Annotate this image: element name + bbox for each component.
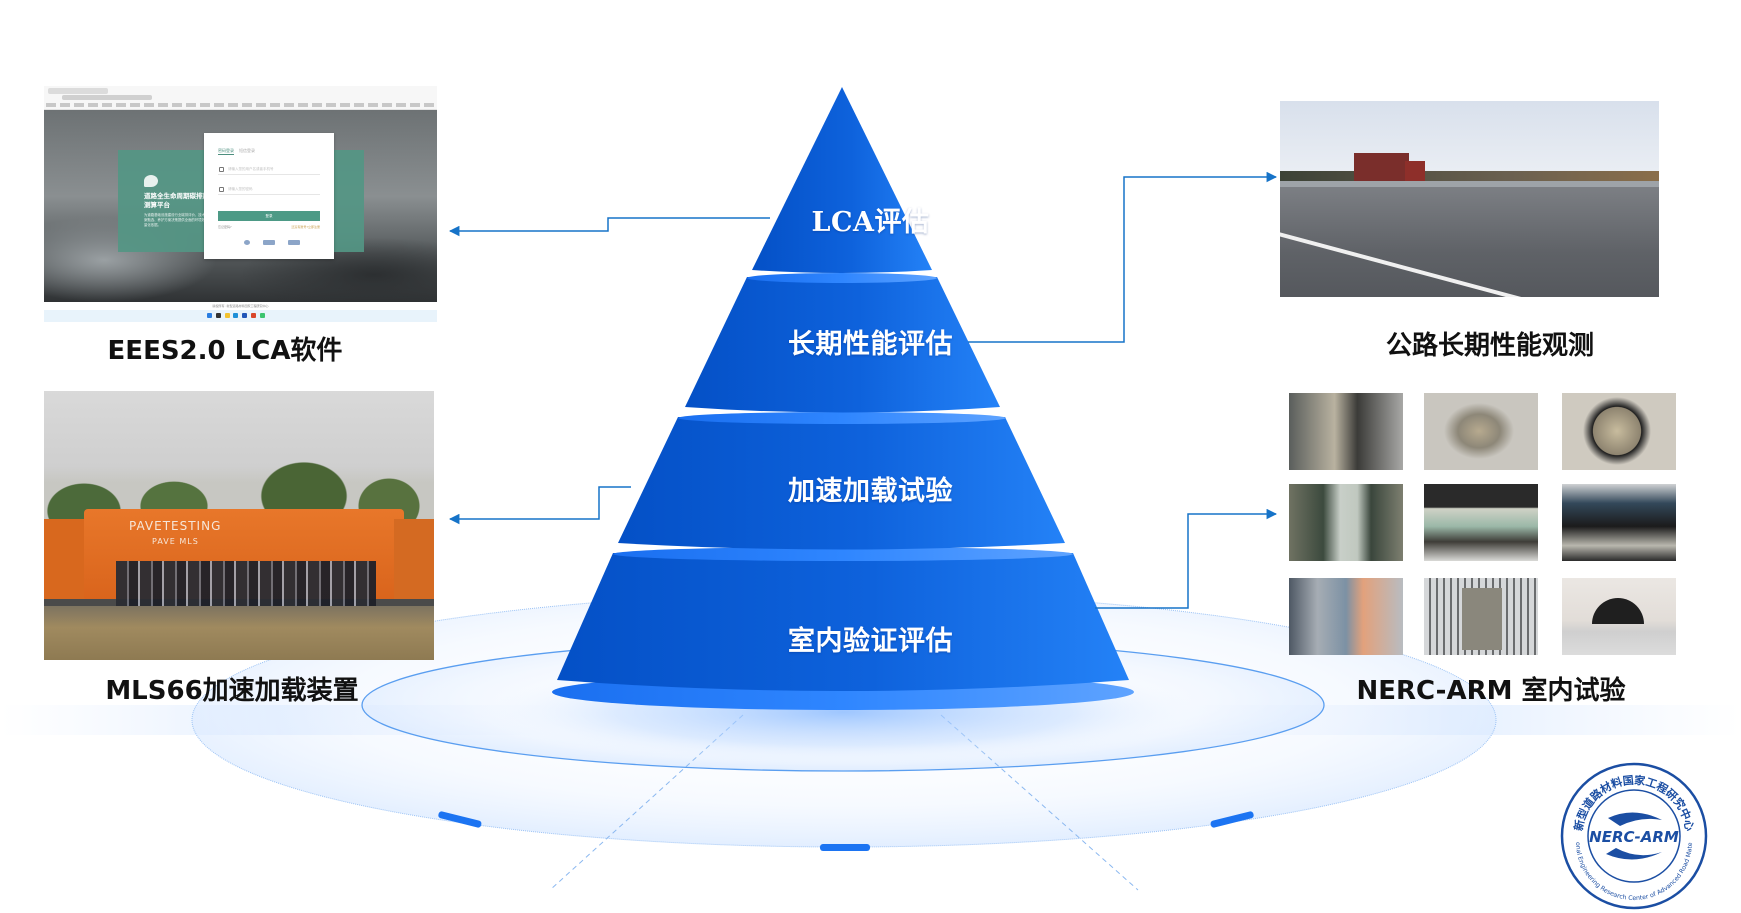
login-page-background: 道路全生命周期碳排放测算平台 为道路基础设施建设行业碳排评价、技术方案甄选、养护… bbox=[44, 110, 437, 302]
folder-icon bbox=[224, 313, 230, 318]
start-icon bbox=[207, 313, 212, 318]
lab-photo-2 bbox=[1424, 393, 1538, 470]
lab-photo-7 bbox=[1289, 578, 1403, 655]
leaf-logo-icon bbox=[144, 175, 158, 187]
login-card: 密码登录 短信登录 请输入您的用户名或者手机号 请输入您的密码 登录 忘记密码?… bbox=[204, 133, 334, 259]
photo-model-text: PAVE MLS bbox=[152, 537, 199, 546]
perspective-line-right bbox=[940, 714, 1139, 891]
tab-sms-login[interactable]: 短信登录 bbox=[239, 148, 255, 153]
photo-brand-text: PAVETESTING bbox=[129, 519, 222, 533]
photo-tree-line bbox=[1280, 171, 1659, 181]
lab-photo-3 bbox=[1562, 393, 1676, 470]
caption-lca-software: EEES2.0 LCA软件 bbox=[107, 336, 343, 366]
lab-photo-6 bbox=[1562, 484, 1676, 561]
platform-title: 道路全生命周期碳排放测算平台 bbox=[144, 192, 209, 209]
register-link[interactable]: 还没有账号?立即注册 bbox=[291, 225, 320, 229]
logo-name: NERC-ARM bbox=[1589, 828, 1679, 846]
lab-photo-8 bbox=[1424, 578, 1538, 655]
connector-ltpp-to-highway bbox=[968, 171, 1278, 343]
caption-mls66: MLS66加速加载装置 bbox=[105, 676, 359, 706]
layer-2-rim bbox=[747, 273, 937, 283]
logo-road-swoosh-bottom-icon bbox=[1606, 848, 1662, 860]
login-button[interactable]: 登录 bbox=[218, 211, 320, 221]
photo-guardrail bbox=[1280, 181, 1659, 187]
tab-password-login[interactable]: 密码登录 bbox=[218, 148, 234, 155]
login-links: 忘记密码? 还没有账号?立即注册 bbox=[218, 225, 320, 229]
caption-lab-tests: NERC-ARM 室内试验 bbox=[1356, 676, 1626, 706]
lock-icon bbox=[219, 187, 224, 192]
perspective-line-left bbox=[549, 714, 744, 891]
photo-ground bbox=[44, 606, 434, 660]
app-icon bbox=[259, 313, 265, 318]
connector-lca-to-software bbox=[448, 217, 770, 237]
browser-chrome bbox=[44, 86, 437, 110]
layer-4-rim bbox=[613, 547, 1073, 561]
connector-lab-to-tests bbox=[1095, 508, 1278, 609]
photo-road bbox=[1280, 187, 1659, 297]
page-footer: 版权所有: 新型道路材料国家工程研究中心 bbox=[44, 302, 437, 310]
lca-software-screenshot: 道路全生命周期碳排放测算平台 为道路基础设施建设行业碳排评价、技术方案甄选、养护… bbox=[44, 86, 437, 322]
pyramid-layer-2[interactable] bbox=[685, 277, 1000, 413]
platform-description: 为道路基础设施建设行业碳排评价、技术方案甄选、养护方案决策提供全面的环境效益量化… bbox=[144, 213, 209, 227]
caption-highway: 公路长期性能观测 bbox=[1385, 331, 1594, 361]
lab-photo-5 bbox=[1424, 484, 1538, 561]
os-taskbar bbox=[44, 310, 437, 322]
pyramid-layer-1[interactable] bbox=[752, 87, 932, 273]
browser-bookmarks-bar bbox=[46, 103, 435, 107]
search-icon bbox=[215, 313, 221, 318]
partner-logos bbox=[244, 240, 300, 246]
logo-inner-circle bbox=[1587, 789, 1681, 883]
username-placeholder: 请输入您的用户名或者手机号 bbox=[228, 167, 274, 171]
user-icon bbox=[219, 167, 224, 172]
photo-truck-cab bbox=[1405, 161, 1425, 187]
pyramid-layer-4[interactable] bbox=[557, 553, 1129, 691]
browser-tab bbox=[48, 88, 108, 94]
nerc-arm-logo: 新型道路材料国家工程研究中心 National Engineering Rese… bbox=[1560, 762, 1708, 910]
forgot-password-link[interactable]: 忘记密码? bbox=[218, 225, 232, 229]
lab-photo-1 bbox=[1289, 393, 1403, 470]
browser-icon bbox=[233, 313, 239, 318]
lab-photo-9 bbox=[1562, 578, 1676, 655]
app-icon bbox=[251, 313, 257, 318]
password-input[interactable]: 请输入您的密码 bbox=[218, 185, 320, 195]
lab-photo-4 bbox=[1289, 484, 1403, 561]
lab-photo-9-specimen bbox=[1592, 598, 1644, 624]
username-input[interactable]: 请输入您的用户名或者手机号 bbox=[218, 165, 320, 175]
lab-photo-8-specimen bbox=[1462, 588, 1502, 650]
partner-logo-icon bbox=[244, 240, 250, 245]
password-placeholder: 请输入您的密码 bbox=[228, 187, 253, 191]
app-icon bbox=[242, 313, 248, 318]
logo-road-swoosh-top-icon bbox=[1608, 812, 1662, 826]
connector-apt-to-mls bbox=[448, 486, 631, 525]
ring-tick-right bbox=[1210, 811, 1254, 828]
photo-machine-right bbox=[394, 519, 434, 604]
ring-tick-left bbox=[438, 811, 482, 828]
partner-logo-icon bbox=[263, 240, 275, 245]
partner-logo-icon bbox=[288, 240, 300, 245]
ring-tick-center bbox=[820, 844, 870, 851]
mls66-photo: PAVETESTING PAVE MLS bbox=[44, 391, 434, 660]
highway-photo bbox=[1280, 101, 1659, 297]
layer-3-rim bbox=[678, 412, 1006, 424]
pyramid-layer-3[interactable] bbox=[618, 417, 1065, 550]
browser-url-bar bbox=[62, 95, 152, 100]
